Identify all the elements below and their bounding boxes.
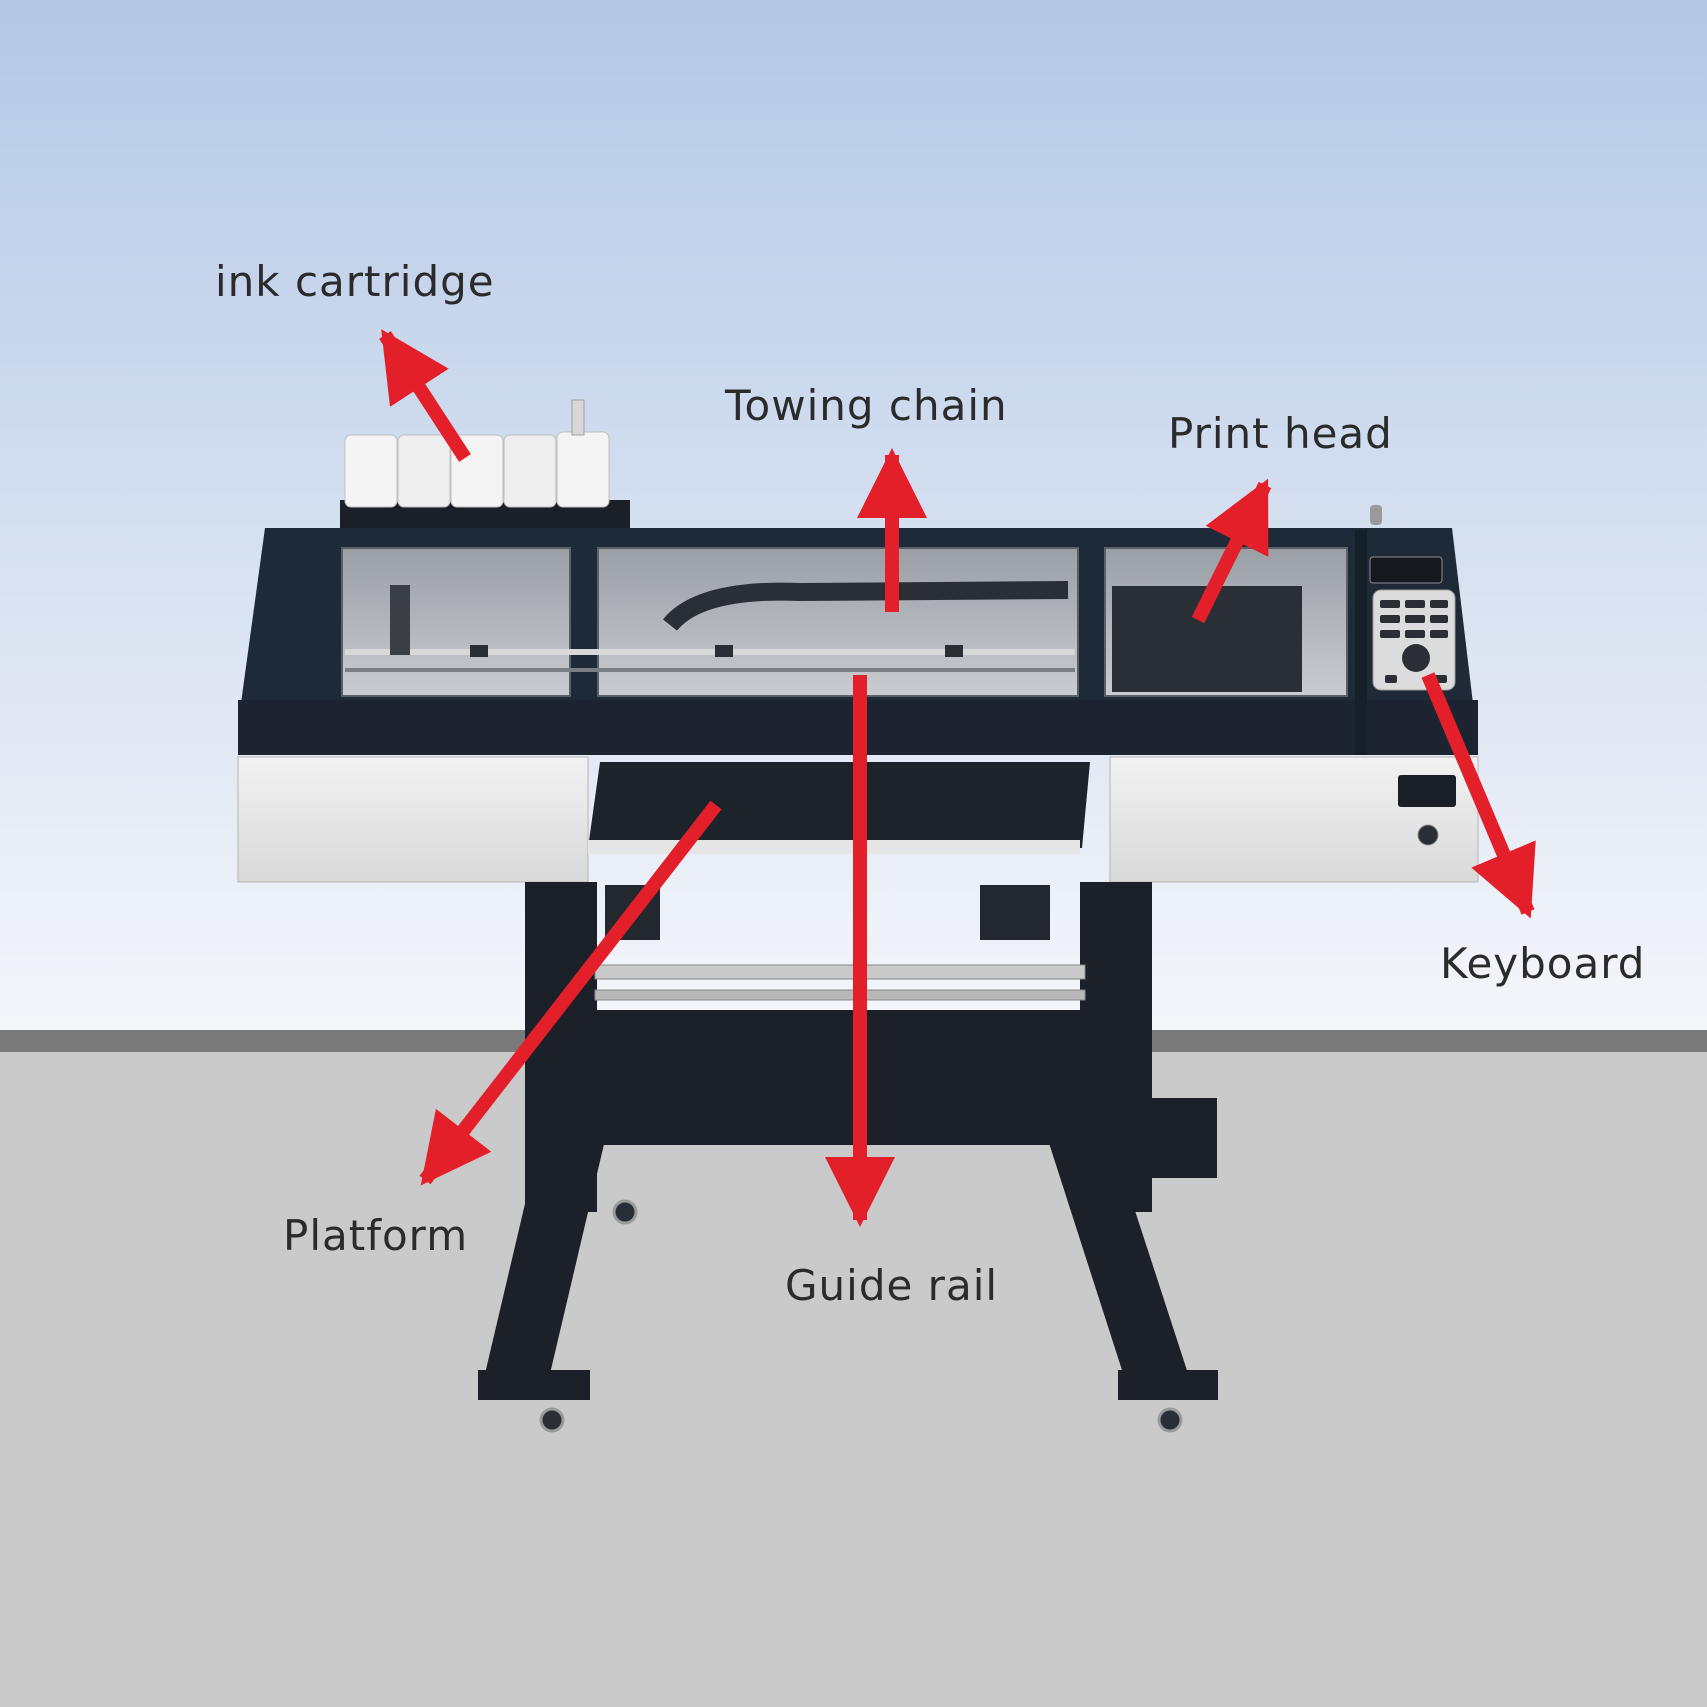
arrow-keyboard [1421,672,1536,919]
arrow-print-head [1191,478,1272,624]
label-guide-rail: Guide rail [785,1261,998,1310]
label-platform: Platform [283,1211,468,1260]
annotation-arrows [379,329,1536,1227]
label-towing-chain: Towing chain [724,381,1008,430]
casters [539,1199,1183,1433]
ink-cartridges [340,399,630,528]
arrow-platform [419,800,722,1186]
platform-shape [588,762,1090,848]
keyboard-panel [1369,505,1456,691]
label-keyboard: Keyboard [1440,939,1645,988]
arrow-ink-cartridge [379,329,471,462]
left-window [341,547,571,697]
printer-illustration [237,399,1479,1433]
printer-stand [478,882,1218,1400]
label-print-head: Print head [1168,409,1393,458]
left-lower-panel [237,756,589,883]
towing-chain-shape [663,581,1069,632]
label-ink-cartridge: ink cartridge [215,257,495,306]
